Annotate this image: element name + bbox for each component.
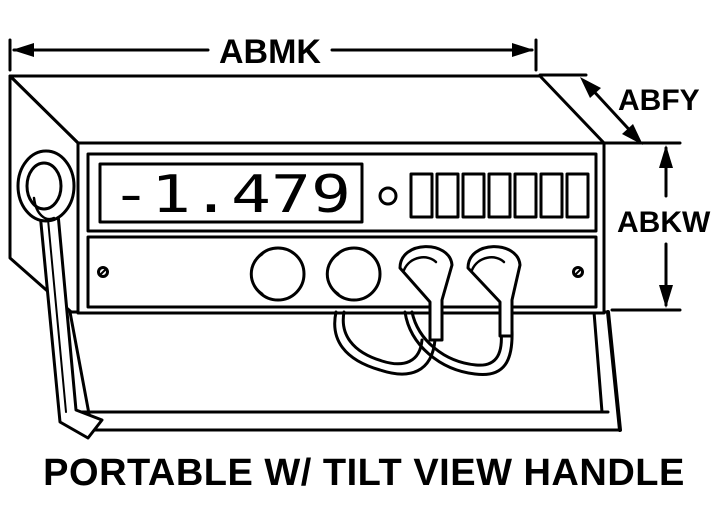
meter-body xyxy=(8,74,622,432)
depth-dim-line xyxy=(586,83,638,139)
range-key-1[interactable] xyxy=(409,172,434,219)
top-surface xyxy=(8,74,606,145)
range-key-4[interactable] xyxy=(487,172,512,219)
height-label: ABKW xyxy=(617,206,711,239)
base-tray-right-edge xyxy=(592,310,604,414)
test-leads xyxy=(333,245,522,377)
height-dimension: ABKW xyxy=(610,141,711,312)
range-key-5[interactable] xyxy=(513,172,538,219)
range-key-7[interactable] xyxy=(565,172,590,219)
range-keys xyxy=(378,172,590,219)
height-arrowhead-bottom xyxy=(659,285,673,308)
lead-cable-2 xyxy=(403,310,514,377)
depth-arrowhead-top xyxy=(580,77,601,98)
base-tray-right-outer xyxy=(606,310,622,432)
control-knobs xyxy=(249,246,382,302)
depth-arrowhead-bottom xyxy=(622,124,643,145)
test-lead-plug-2[interactable] xyxy=(466,245,522,338)
test-lead-plug-1[interactable] xyxy=(398,245,454,342)
tilt-handle[interactable] xyxy=(16,149,104,440)
readout-value: -1.479 xyxy=(111,165,351,225)
handle-pivot-inner xyxy=(25,161,63,211)
width-dimension: ABMK xyxy=(8,33,538,72)
width-arrowhead-right xyxy=(512,43,534,57)
depth-label: ABFY xyxy=(618,84,700,117)
height-arrowhead-top xyxy=(659,145,673,168)
diagram-caption: PORTABLE W/ TILT VIEW HANDLE xyxy=(43,452,685,494)
indicator-lamp xyxy=(378,186,398,206)
lead-cable-1 xyxy=(333,310,437,376)
panel-screws xyxy=(97,266,584,278)
range-key-2[interactable] xyxy=(435,172,460,219)
readout-window xyxy=(98,162,364,224)
width-label: ABMK xyxy=(219,33,321,71)
width-arrowhead-left xyxy=(12,43,34,57)
range-key-6[interactable] xyxy=(539,172,564,219)
range-key-3[interactable] xyxy=(461,172,486,219)
digital-readout: -1.479 xyxy=(98,162,364,225)
